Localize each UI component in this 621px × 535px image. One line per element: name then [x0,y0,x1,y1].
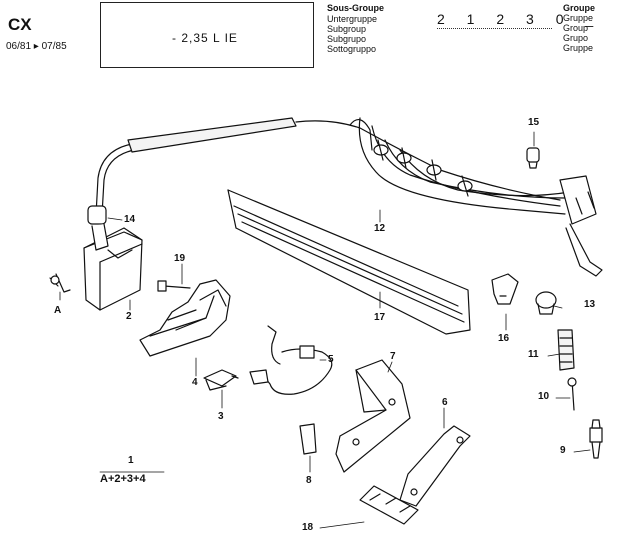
bracket [139,279,231,357]
subgroup-label-de: Untergruppe [327,14,378,24]
group-label-en: Group [563,23,589,33]
model-name: CX [8,15,32,34]
callout-11: 11 [528,349,539,360]
plug-cap [526,147,540,169]
leader-lines [59,131,591,529]
subgroup-label-en: Subgroup [327,24,367,34]
callout-5: 5 [328,354,334,365]
callout-12: 12 [374,223,386,234]
assembly-formula: A+2+3+4 [100,473,146,485]
spark-plug-leads [349,117,603,277]
callout-16: 16 [498,333,510,344]
callout-19: 19 [174,253,186,264]
bolt-19 [157,280,191,292]
subgroup-label-it: Sottogruppo [327,44,377,54]
spring-11 [557,329,575,371]
callout-1: 1 [128,455,134,466]
callout-15: 15 [528,117,540,128]
bracket-7 [335,359,411,473]
spark-plug [589,419,603,459]
ignition-coil [83,205,143,311]
engine-label: - 2,35 L IE [172,31,238,45]
callout-8: 8 [306,475,312,486]
group-number-underline [437,28,552,29]
callout-18: 18 [302,522,314,533]
callout-13: 13 [584,299,596,310]
callout-6: 6 [442,397,448,408]
plate-8 [299,423,317,455]
callout-10: 10 [538,391,550,402]
callout-4: 4 [192,377,198,388]
group-label-it: Gruppe [563,43,594,53]
callout-a: A [54,305,62,316]
module-3 [203,369,239,391]
callout-3: 3 [218,411,224,422]
group-label-fr: Groupe [563,3,596,13]
date-range: 06/81 ▸ 07/85 [6,41,67,52]
rotor-16 [491,273,519,305]
group-number: 2 1 2 3 0 _ [437,11,603,27]
screw-a [49,273,71,293]
callout-14: 14 [124,214,136,225]
callout-9: 9 [560,445,566,456]
gasket-18 [359,485,419,525]
group-label-de: Gruppe [563,13,594,23]
cap-13 [535,291,557,315]
pin-10 [567,377,577,411]
subgroup-label-es: Subgrupo [327,34,367,44]
cover-6 [399,425,471,507]
callout-17: 17 [374,312,386,323]
engine-box [100,2,314,68]
subgroup-label-fr: Sous-Groupe [327,3,385,13]
group-label-es: Grupo [563,33,589,43]
ht-lead-coil [95,117,561,216]
callout-7: 7 [390,351,396,362]
lead-duct [227,189,471,335]
sensor-lead [249,325,333,395]
callout-2: 2 [126,311,132,322]
